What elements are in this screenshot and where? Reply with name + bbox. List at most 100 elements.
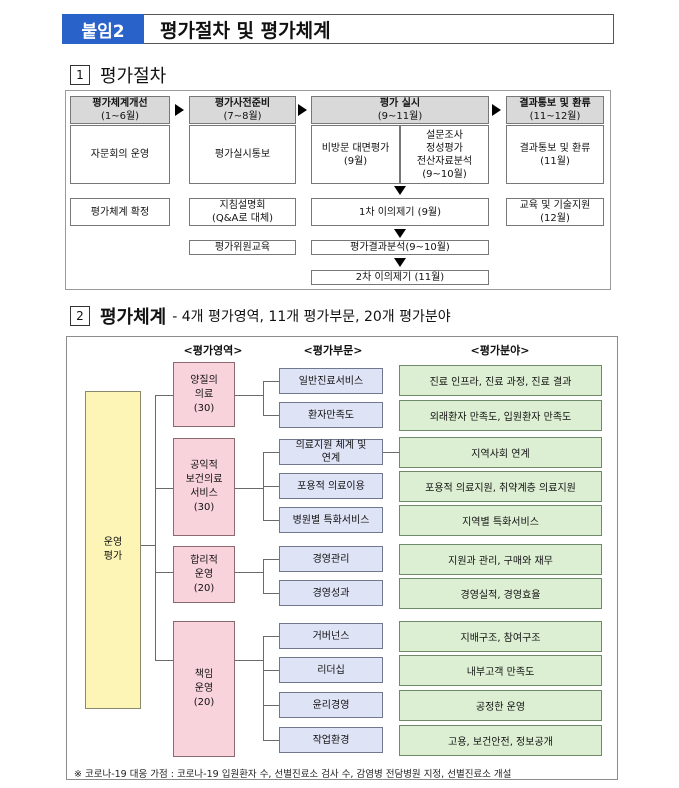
stage-header-feedback: 결과통보 및 환류 (11~12월)	[506, 96, 604, 124]
connector-line	[155, 395, 173, 396]
area-label: 공익적	[190, 460, 218, 471]
connector-line	[263, 705, 279, 706]
connector-line	[263, 593, 279, 594]
area-label: 의료	[194, 388, 214, 400]
connector-line	[263, 486, 279, 487]
division-label: 윤리경영	[312, 699, 350, 711]
stage-period: (1~6월)	[100, 111, 140, 122]
area-score: (30)	[193, 502, 215, 513]
division-governance: 거버넌스	[279, 623, 383, 649]
stage-title: 결과통보 및 환류	[519, 98, 591, 109]
connector-line	[263, 670, 279, 671]
division-performance: 경영성과	[279, 580, 383, 606]
arrow-right-icon	[492, 104, 501, 116]
area-score: (20)	[193, 582, 215, 594]
box-text: 지침설명회	[219, 200, 266, 211]
section2-number: 2	[70, 306, 90, 326]
stage-title: 평가 실시	[379, 98, 421, 109]
area-responsible-operation: 책임 운영 (20)	[173, 621, 235, 757]
section2-title: 평가체계	[100, 307, 167, 328]
division-label: 거버넌스	[312, 630, 350, 642]
first-appeal-box: 1차 이의제기 (9월)	[311, 198, 489, 226]
arrow-right-icon	[298, 104, 307, 116]
division-label: 일반진료서비스	[298, 375, 364, 387]
division-medical-support-system: 의료지원 체계 및 연계	[279, 439, 383, 465]
field-structure: 지배구조, 참여구조	[399, 621, 602, 652]
section1-title: 평가절차	[100, 66, 167, 87]
connector-line	[235, 395, 263, 396]
connector-line	[263, 740, 279, 741]
connector-line	[263, 636, 279, 637]
division-ethics: 윤리경영	[279, 692, 383, 718]
field-community: 지역사회 연계	[399, 437, 602, 468]
area-rational-operation: 합리적 운영 (20)	[173, 546, 235, 603]
box-text: 평가체계 확정	[90, 206, 150, 218]
root-label: 운영	[103, 537, 123, 548]
division-label: 병원별 특화서비스	[292, 514, 370, 526]
field-satisfaction: 외래환자 만족도, 입원환자 만족도	[399, 400, 602, 431]
system-diagram-frame	[66, 336, 618, 780]
connector-line	[263, 452, 279, 453]
connector-line	[140, 545, 155, 546]
arrow-right-icon	[175, 104, 184, 116]
division-label: 포용적 의료이용	[297, 480, 365, 492]
division-label: 리더십	[317, 664, 345, 676]
box-text: 평가위원교육	[214, 242, 271, 253]
stage-period: (7~8월)	[223, 111, 262, 122]
connector-line	[263, 520, 279, 521]
arrow-down-icon	[394, 258, 406, 267]
division-inclusive-care: 포용적 의료이용	[279, 473, 383, 499]
field-finance: 지원과 관리, 구매와 재무	[399, 544, 602, 575]
system-confirm-box: 평가체계 확정	[70, 198, 170, 226]
field-employment-safety: 고용, 보건안전, 정보공개	[399, 725, 602, 756]
connector-line	[155, 395, 156, 660]
box-text: 자문회의 운영	[90, 149, 150, 160]
connector-line	[263, 636, 264, 740]
field-inclusive-support: 포용적 의료지원, 취약계층 의료지원	[399, 471, 602, 502]
guideline-briefing-box: 지침설명회 (Q&A로 대체)	[189, 198, 296, 226]
connector-line	[263, 559, 279, 560]
area-score: (20)	[193, 697, 215, 708]
connector-line	[155, 572, 173, 573]
box-text: 1차 이의제기 (9월)	[358, 206, 442, 218]
process-diagram-frame	[65, 90, 611, 290]
division-patient-satisfaction: 환자만족도	[279, 402, 383, 428]
connector-line	[235, 572, 263, 573]
area-label: 합리적	[190, 554, 218, 566]
stage-header-conduct: 평가 실시 (9~11월)	[311, 96, 489, 124]
area-label: 운영	[194, 568, 214, 580]
division-leadership: 리더십	[279, 657, 383, 683]
arrow-down-icon	[394, 186, 406, 195]
root-label: 평가	[103, 551, 123, 562]
stage-period: (9~11월)	[377, 111, 423, 122]
box-text: 결과통보 및 환류	[519, 142, 591, 154]
division-label: 의료지원 체계 및	[295, 440, 367, 451]
area-public-health-service: 공익적 보건의료 서비스 (30)	[173, 438, 235, 536]
field-regional-service: 지역별 특화서비스	[399, 505, 602, 536]
box-text: 전산자료분석	[416, 155, 473, 167]
division-general-care: 일반진료서비스	[279, 368, 383, 394]
evaluator-training-box: 평가위원교육	[189, 240, 296, 255]
area-score: (30)	[193, 402, 215, 414]
area-label: 책임	[194, 669, 214, 680]
box-text: (12월)	[540, 213, 570, 224]
connector-line	[263, 381, 279, 382]
stage-title: 평가사전준비	[214, 98, 271, 109]
box-text: 정성평가	[426, 142, 463, 154]
stage-header-improve: 평가체계개선 (1~6월)	[70, 96, 170, 124]
division-label: 환자만족도	[308, 409, 354, 421]
connector-line	[263, 381, 264, 415]
field-efficiency: 경영실적, 경영효율	[399, 578, 602, 609]
box-text: (9월)	[343, 155, 368, 167]
interview-evaluation-box: 비방문 대면평가 (9월)	[311, 125, 400, 184]
division-work-environment: 작업환경	[279, 727, 383, 753]
survey-analysis-box: 설문조사 정성평가 전산자료분석 (9~10월)	[400, 125, 489, 184]
section2-subtitle: - 4개 평가영역, 11개 평가부문, 20개 평가분야	[172, 309, 451, 325]
box-text: 비방문 대면평가	[321, 142, 390, 154]
area-label: 보건의료	[185, 474, 223, 485]
column-header-field: <평가분야>	[470, 344, 530, 357]
box-text: 평가실시통보	[214, 149, 271, 160]
attachment-badge: 붙임2	[62, 14, 144, 44]
field-internal-customer: 내부고객 만족도	[399, 655, 602, 686]
result-notice-box: 결과통보 및 환류 (11월)	[506, 125, 604, 184]
